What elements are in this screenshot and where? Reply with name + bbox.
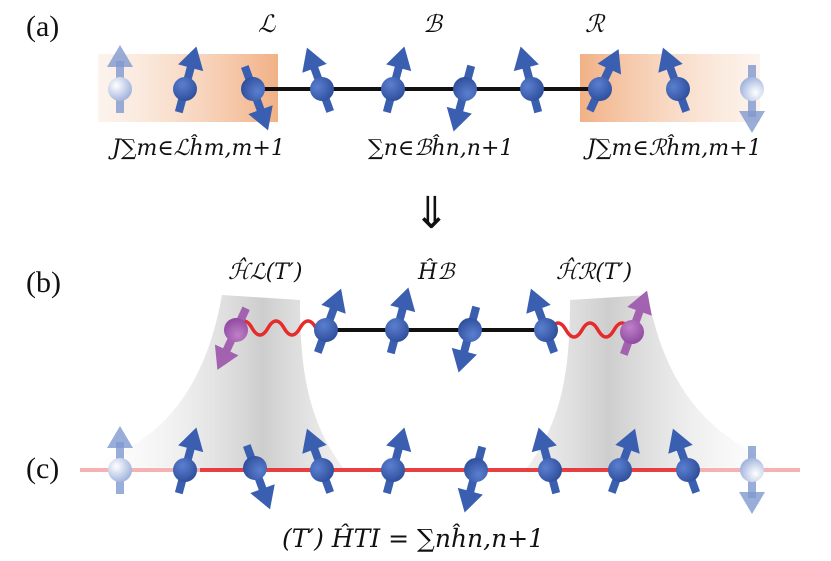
panel-label-b: (b) (26, 266, 61, 299)
spins-a (107, 45, 765, 133)
spin-b-4 (451, 305, 482, 373)
spin-c-1 (107, 426, 133, 494)
spin-b-6 (620, 290, 652, 356)
wavy-left (234, 319, 318, 337)
left-coupling-label: J∑m∈ℒĥm,m+1 (112, 136, 285, 161)
panel-bc (70, 287, 805, 514)
right-effective-label: ℋ̂ℛ(T′) (556, 260, 633, 285)
spin-c-5 (381, 427, 412, 495)
spin-c-4 (302, 428, 334, 494)
spin-a-3 (241, 65, 273, 131)
spin-c-7 (531, 427, 562, 495)
spin-a-7 (513, 46, 544, 114)
spin-b-5 (526, 288, 558, 354)
spin-a-10 (739, 65, 765, 133)
spin-a-2 (173, 46, 204, 114)
spin-b-3 (385, 287, 416, 355)
spin-c-8 (608, 428, 640, 494)
total-hamiltonian-label: (T′) ĤTI = ∑nĥn,n+1 (282, 524, 545, 553)
spin-c-10 (739, 446, 765, 514)
spin-a-9 (658, 47, 690, 113)
right-funnel (525, 295, 805, 470)
region-bulk-label: ℬ (423, 10, 442, 38)
region-right-label: ℛ (585, 10, 605, 38)
wavy-right (548, 321, 632, 339)
panel-label-a: (a) (26, 10, 60, 43)
panel-a (70, 45, 790, 133)
region-left-label: ℒ (258, 10, 276, 38)
bulk-sum-label: ∑n∈ℬĥn,n+1 (368, 136, 514, 161)
spins-b (214, 287, 652, 373)
spin-a-8 (586, 49, 622, 113)
down-arrow: ⇓ (413, 188, 450, 239)
spin-c-2 (173, 427, 204, 495)
left-funnel (70, 295, 345, 470)
spin-b-2 (314, 288, 346, 354)
spin-c-6 (457, 445, 488, 513)
spin-a-4 (302, 47, 334, 113)
spin-a-5 (381, 46, 412, 114)
right-coupling-label: J∑m∈ℛĥm,m+1 (587, 136, 762, 161)
spin-c-3 (243, 444, 275, 510)
panel-label-c: (c) (26, 452, 60, 485)
spin-b-1 (214, 306, 250, 370)
spin-a-6 (446, 64, 477, 132)
spin-a-1 (107, 45, 133, 113)
spins-c (107, 426, 765, 514)
left-effective-label: ℋ̂ℒ(T′) (228, 260, 303, 285)
bulk-effective-label: Ĥℬ (418, 260, 455, 285)
spin-c-9 (668, 428, 700, 494)
